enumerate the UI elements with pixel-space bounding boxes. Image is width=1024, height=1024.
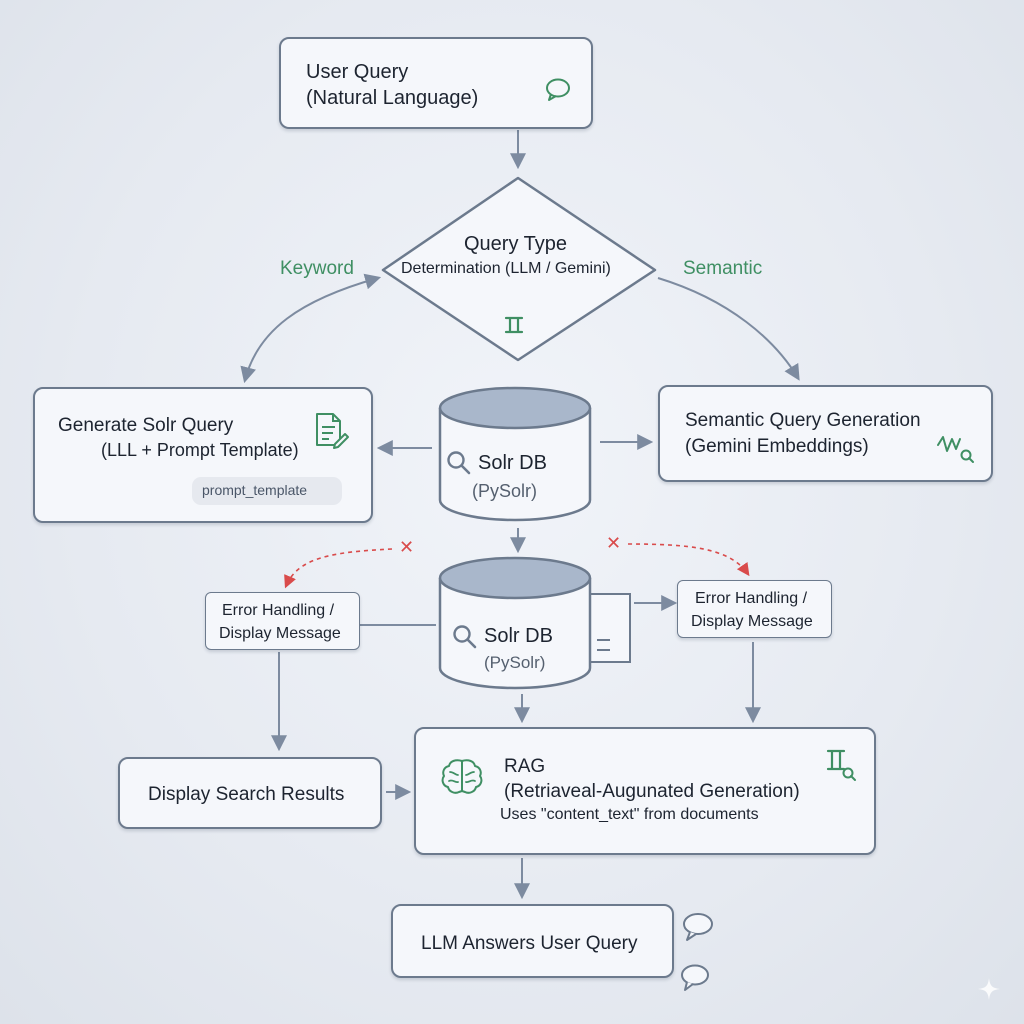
edge-label-semantic: Semantic	[683, 258, 763, 279]
solr-db-cylinder-2	[438, 556, 592, 690]
search-icon	[447, 451, 471, 475]
error-x-left: ✕	[399, 537, 415, 557]
solr-db-2-title: Solr DB	[484, 625, 553, 647]
error-right-line1: Error Handling /	[695, 590, 808, 607]
error-handling-left-node[interactable]: Error Handling / Display Message	[205, 592, 360, 650]
rag-note: Uses "content_text" from documents	[500, 806, 759, 823]
rag-node[interactable]: RAG (Retriaveal-Augunated Generation) Us…	[414, 727, 876, 855]
brain-icon	[441, 759, 483, 794]
decision-title: Query Type	[464, 233, 568, 255]
rag-subtitle: (Retriaveal-Augunated Generation)	[504, 781, 800, 802]
document-edit-icon	[316, 413, 349, 449]
solr-db-cylinder-1	[438, 386, 592, 522]
generate-solr-subtitle: (LLL + Prompt Template)	[101, 440, 299, 460]
speech-bubble-icon	[683, 913, 713, 941]
error-x-right: ✕	[606, 533, 622, 553]
solr-db-1-title: Solr DB	[478, 452, 547, 474]
solr-db-2-subtitle: (PySolr)	[484, 653, 546, 672]
gemini-icon	[504, 316, 524, 334]
decision-diamond	[381, 176, 657, 362]
generate-solr-query-node[interactable]: Generate Solr Query (LLL + Prompt Templa…	[33, 387, 373, 523]
user-query-title: User Query	[306, 61, 409, 83]
decision-subtitle: Determination (LLM / Gemini)	[401, 260, 611, 277]
display-search-results-node[interactable]: Display Search Results	[118, 757, 382, 829]
sparkle-icon	[978, 978, 1000, 1000]
speech-bubble-icon	[546, 78, 570, 101]
user-query-node[interactable]: User Query (Natural Language)	[279, 37, 593, 129]
error-left-line2: Display Message	[219, 625, 341, 642]
db2-side-tab	[590, 593, 631, 663]
generate-solr-title: Generate Solr Query	[58, 415, 234, 436]
wave-search-icon	[937, 436, 974, 463]
error-left-line1: Error Handling /	[222, 602, 335, 619]
semantic-query-node[interactable]: Semantic Query Generation (Gemini Embedd…	[658, 385, 993, 482]
gemini-search-icon	[826, 749, 856, 781]
error-handling-right-node[interactable]: Error Handling / Display Message	[677, 580, 832, 638]
search-icon	[453, 625, 477, 649]
user-query-subtitle: (Natural Language)	[306, 87, 479, 109]
llm-answers-node[interactable]: LLM Answers User Query	[391, 904, 674, 978]
solr-db-1-subtitle: (PySolr)	[472, 481, 538, 501]
semantic-subtitle: (Gemini Embeddings)	[685, 436, 869, 457]
arrow-semantic	[657, 277, 800, 381]
llm-answers-title: LLM Answers User Query	[421, 933, 638, 954]
arrow-keyword	[240, 273, 382, 384]
speech-bubble-icon	[681, 964, 709, 991]
prompt-template-chip: prompt_template	[192, 477, 342, 505]
rag-title: RAG	[504, 756, 546, 777]
error-dashed-right	[627, 543, 750, 577]
error-dashed-left	[284, 548, 393, 589]
edge-label-keyword: Keyword	[280, 258, 354, 279]
semantic-title: Semantic Query Generation	[685, 410, 921, 431]
error-right-line2: Display Message	[691, 613, 813, 630]
display-results-title: Display Search Results	[148, 784, 345, 805]
